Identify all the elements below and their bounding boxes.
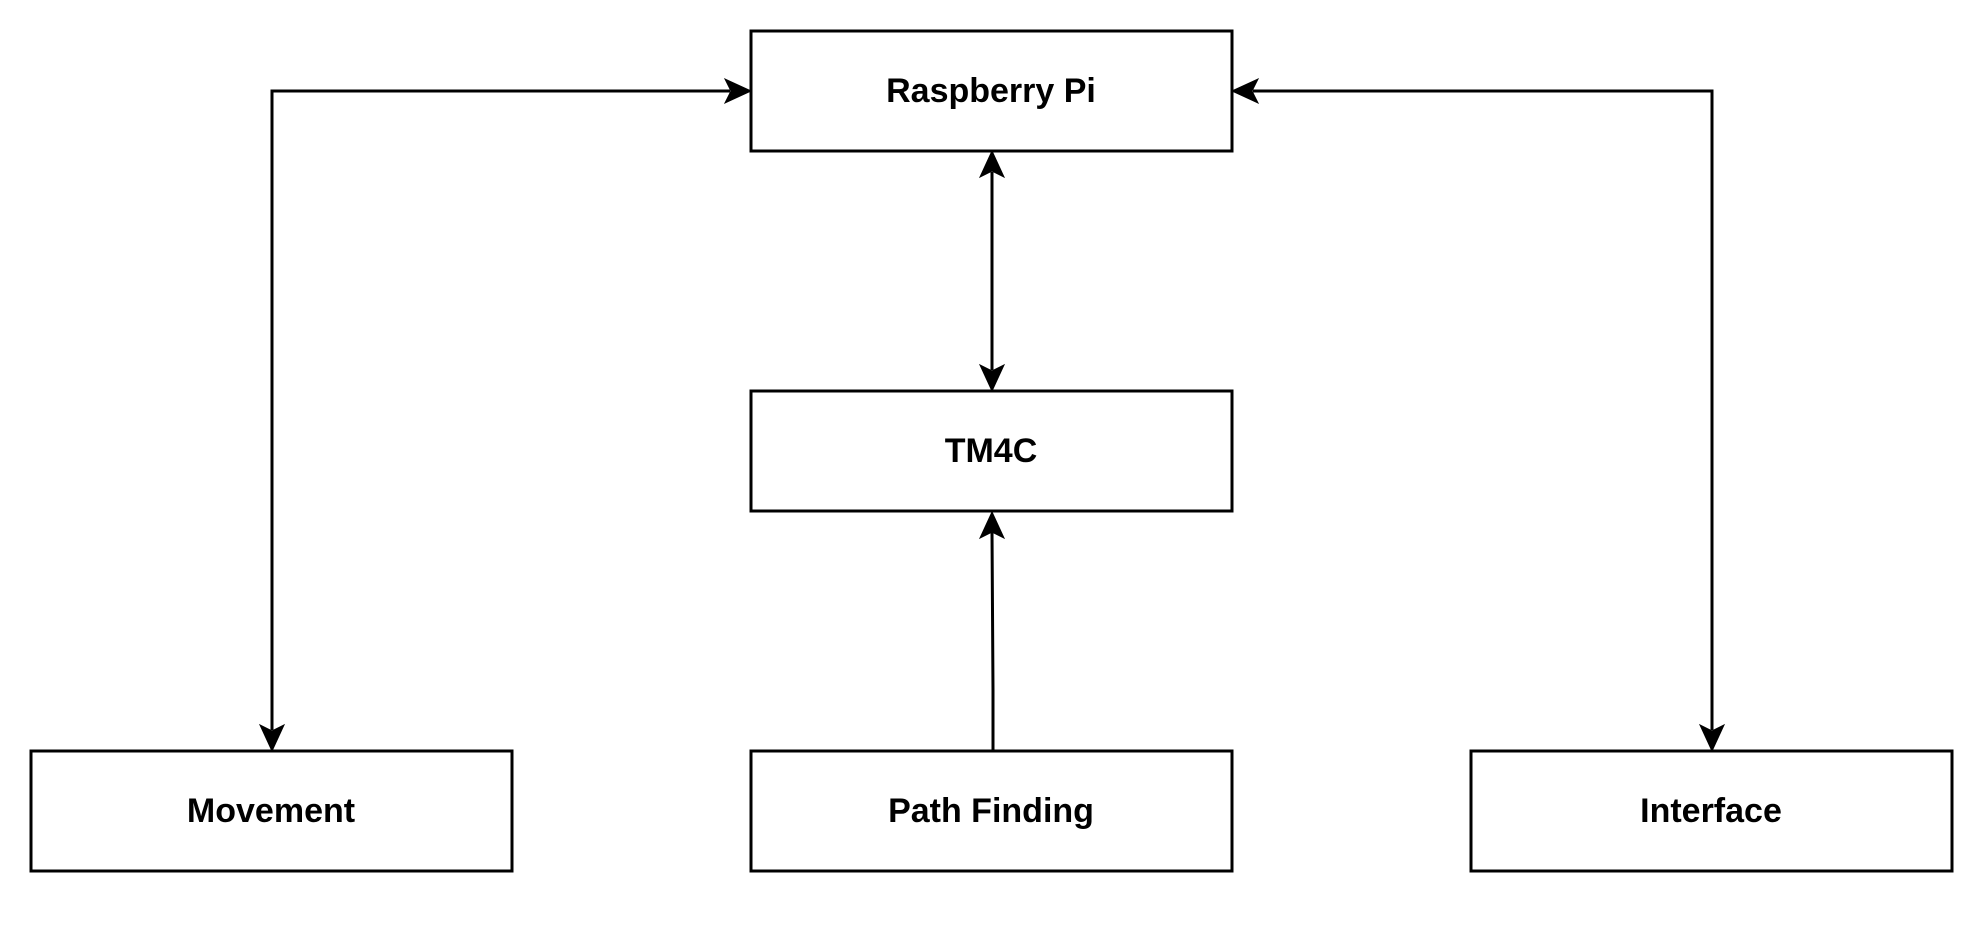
- node-raspberry-pi: Raspberry Pi: [749, 29, 1234, 153]
- arrowhead-to-interface: [1698, 723, 1726, 753]
- node-label-raspberry-pi: Raspberry Pi: [886, 72, 1096, 110]
- edge-raspberry-pi-movement: [270, 89, 730, 730]
- node-label-tm4c: TM4C: [945, 432, 1038, 470]
- edges: [258, 77, 1726, 753]
- arrowhead-to-raspberry-pi-bottom: [978, 149, 1006, 179]
- node-tm4c: TM4C: [749, 389, 1234, 513]
- node-movement: Movement: [29, 749, 514, 873]
- node-label-path-finding: Path Finding: [888, 792, 1094, 830]
- node-interface: Interface: [1469, 749, 1954, 873]
- arrowhead-to-raspberry-pi-right: [1230, 77, 1260, 105]
- edge-raspberry-pi-interface: [1253, 89, 1714, 730]
- node-label-movement: Movement: [187, 792, 355, 830]
- arrowhead-to-tm4c-bottom: [978, 510, 1006, 540]
- arrowhead-to-movement: [258, 723, 286, 753]
- node-label-interface: Interface: [1640, 792, 1782, 830]
- arrowhead-to-raspberry-pi-left: [723, 77, 753, 105]
- node-path-finding: Path Finding: [749, 749, 1234, 873]
- arrowhead-to-tm4c-top: [978, 363, 1006, 393]
- edge-path-finding-tm4c: [990, 531, 995, 751]
